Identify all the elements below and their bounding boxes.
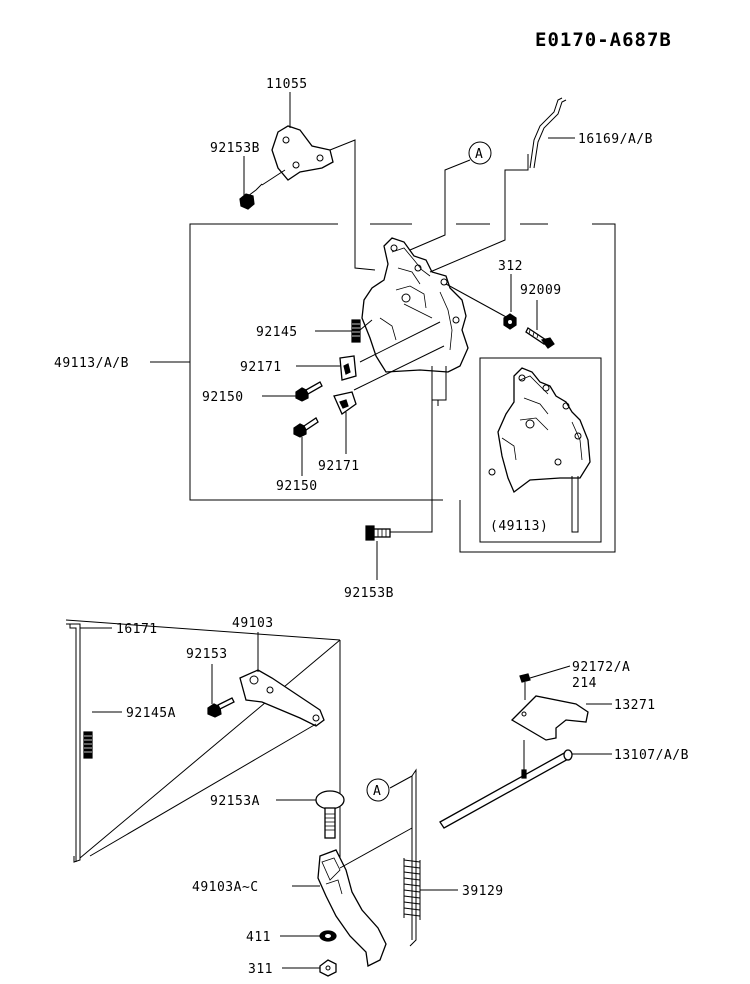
shaft-13107 xyxy=(439,740,612,829)
label-92153b-top: 92153B xyxy=(210,141,260,156)
screw-92150-a xyxy=(262,381,323,402)
label-16169: 16169/A/B xyxy=(578,132,653,147)
label-49113-inset: (49113) xyxy=(490,519,548,534)
label-92153: 92153 xyxy=(186,647,228,662)
callout-a-top-text: A xyxy=(475,147,483,162)
callout-a-bottom-text: A xyxy=(373,784,381,799)
bolt-92153 xyxy=(207,664,235,718)
label-39129: 39129 xyxy=(462,884,504,899)
link-lines xyxy=(353,154,529,391)
label-13107: 13107/A/B xyxy=(614,748,689,763)
rod-16171 xyxy=(65,619,341,878)
lever-49103 xyxy=(89,632,325,857)
label-92171-a: 92171 xyxy=(240,360,282,375)
label-214: 214 xyxy=(572,676,597,691)
diagram-code: E0170‐A687B xyxy=(535,29,672,51)
label-92145a: 92145A xyxy=(126,706,176,721)
lever-49103a xyxy=(292,827,413,967)
label-16171: 16171 xyxy=(116,622,158,637)
label-11055: 11055 xyxy=(266,77,308,92)
label-92145: 92145 xyxy=(256,325,298,340)
label-92153a: 92153A xyxy=(210,794,260,809)
label-92153b-bottom: 92153B xyxy=(344,586,394,601)
spring-92145a xyxy=(83,711,122,759)
bolt-92153a xyxy=(276,790,345,839)
label-312: 312 xyxy=(498,259,523,274)
label-49103a: 49103A~C xyxy=(192,880,259,895)
screw-92150-b xyxy=(293,417,319,476)
bolt-92153b-bottom xyxy=(365,525,391,580)
label-92172a: 92172/A xyxy=(572,660,630,675)
screw-92009 xyxy=(525,300,555,349)
bolt-92153b-top xyxy=(239,156,286,210)
label-92171-b: 92171 xyxy=(318,459,360,474)
label-411: 411 xyxy=(246,930,271,945)
inset-frame xyxy=(479,357,602,543)
inset-bracket xyxy=(488,367,591,533)
label-13271: 13271 xyxy=(614,698,656,713)
control-bracket-49113 xyxy=(361,237,469,533)
label-311: 311 xyxy=(248,962,273,977)
label-49103: 49103 xyxy=(232,616,274,631)
nut-311 xyxy=(282,959,337,977)
label-92009: 92009 xyxy=(520,283,562,298)
clip-92171-b xyxy=(333,391,357,454)
spring-39129 xyxy=(403,858,458,920)
plate-13271 xyxy=(510,695,612,741)
washer-411 xyxy=(280,930,337,942)
bracket-11055 xyxy=(271,92,376,271)
label-49113ab: 49113/A/B xyxy=(54,356,129,371)
label-92150-a: 92150 xyxy=(202,390,244,405)
clip-92171-a xyxy=(296,355,357,381)
callout-a-bottom: A xyxy=(366,768,417,947)
callout-a-top: A xyxy=(468,141,492,165)
nut-312 xyxy=(503,274,517,330)
spring-92145 xyxy=(315,319,373,343)
rod-16169 xyxy=(529,97,575,169)
label-92150-b: 92150 xyxy=(276,479,318,494)
screw-92172a xyxy=(519,665,571,700)
